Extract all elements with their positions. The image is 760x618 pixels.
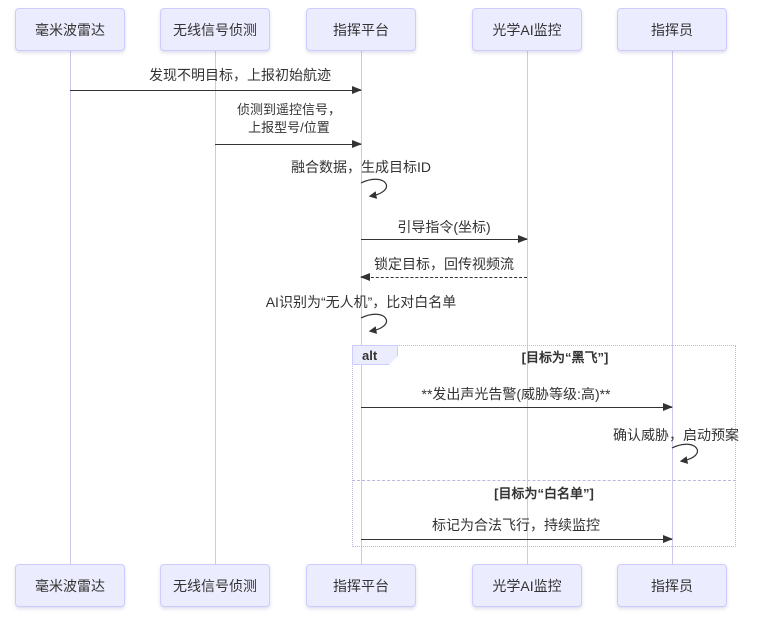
arrowhead-right-icon (518, 235, 528, 243)
alt-label: alt (352, 345, 398, 365)
message-text-2-line-2: 上报型号/位置 (248, 120, 330, 135)
actor-bottom-command-platform: 指挥平台 (306, 564, 416, 607)
actor-label: 光学AI监控 (492, 577, 562, 594)
message-text-7: **发出声光告警(威胁等级:高)** (421, 386, 611, 402)
actor-top-radar: 毫米波雷达 (15, 8, 125, 51)
arrowhead-right-icon (352, 86, 362, 94)
actor-top-commander: 指挥员 (617, 8, 727, 51)
actor-label: 毫米波雷达 (35, 577, 105, 594)
alt-frame (352, 345, 736, 547)
actor-label: 无线信号侦测 (173, 21, 257, 38)
message-text-3: 融合数据，生成目标ID (291, 159, 431, 175)
message-arrow-7 (361, 403, 673, 411)
message-text-4: 引导指令(坐标) (397, 219, 491, 235)
self-loop-icon (360, 313, 387, 334)
lifeline-radar (70, 51, 71, 564)
message-text-2: 侦测到遥控信号， 上报型号/位置 (237, 101, 341, 137)
actor-label: 指挥员 (651, 577, 693, 594)
message-text-2-line-1: 侦测到遥控信号， (236, 102, 342, 117)
alt-condition-2: [目标为“白名单”] (494, 486, 594, 501)
message-text-6: AI识别为“无人机”，比对白名单 (265, 294, 457, 310)
lifeline-commander (672, 51, 673, 564)
message-arrow-2 (215, 140, 362, 148)
message-text-8: 确认威胁，启动预案 (613, 427, 739, 443)
actor-bottom-commander: 指挥员 (617, 564, 727, 607)
actor-top-rf-detect: 无线信号侦测 (160, 8, 270, 51)
actor-label: 指挥平台 (333, 21, 389, 38)
message-arrow-9 (361, 535, 673, 543)
actor-label: 无线信号侦测 (173, 577, 257, 594)
alt-divider (352, 480, 736, 481)
lifeline-optical-ai (527, 51, 528, 564)
actor-bottom-optical-ai: 光学AI监控 (472, 564, 582, 607)
arrowhead-right-icon (663, 535, 673, 543)
actor-label: 光学AI监控 (492, 21, 562, 38)
actor-bottom-radar: 毫米波雷达 (15, 564, 125, 607)
actor-label: 指挥平台 (333, 577, 389, 594)
actor-bottom-rf-detect: 无线信号侦测 (160, 564, 270, 607)
actor-top-optical-ai: 光学AI监控 (472, 8, 582, 51)
lifeline-command-platform (361, 51, 362, 564)
arrowhead-right-icon (663, 403, 673, 411)
self-loop-icon (360, 178, 387, 199)
actor-top-command-platform: 指挥平台 (306, 8, 416, 51)
arrowhead-right-icon (352, 140, 362, 148)
message-text-1: 发现不明目标，上报初始航迹 (149, 67, 331, 83)
message-text-9: 标记为合法飞行，持续监控 (432, 517, 600, 533)
message-text-5: 锁定目标，回传视频流 (374, 256, 514, 272)
self-loop-icon (671, 443, 698, 464)
actor-label: 指挥员 (651, 21, 693, 38)
message-arrow-1 (70, 86, 362, 94)
alt-condition-1: [目标为“黑飞”] (521, 350, 609, 365)
arrowhead-left-icon (360, 273, 370, 281)
actor-label: 毫米波雷达 (35, 21, 105, 38)
lifeline-rf-detect (215, 51, 216, 564)
message-arrow-4 (361, 235, 528, 243)
message-arrow-5 (360, 273, 527, 281)
